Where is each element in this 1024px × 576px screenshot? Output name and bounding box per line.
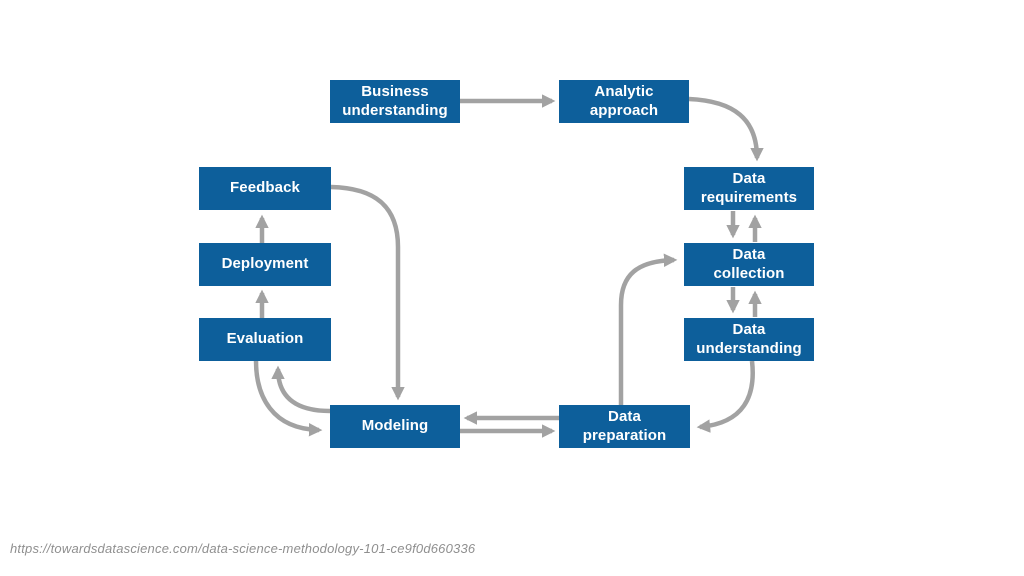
arrow-modeling-to-evaluation [271,365,331,414]
arrow-understanding-to-preparation [696,360,755,433]
node-modeling: Modeling [330,405,460,448]
node-data-preparation: Data preparation [559,405,690,448]
node-data-requirements: Data requirements [684,167,814,210]
arrow-evaluation-to-modeling [253,360,323,437]
node-analytic-approach: Analytic approach [559,80,689,123]
node-data-understanding: Data understanding [684,318,814,361]
arrow-preparation-to-collection [618,253,678,405]
node-business-understanding: Business understanding [330,80,460,123]
node-evaluation: Evaluation [199,318,331,361]
arrow-feedback-to-modeling [330,184,405,401]
arrow-analytic-to-requirements [688,96,764,162]
node-deployment: Deployment [199,243,331,286]
node-feedback: Feedback [199,167,331,210]
source-url: https://towardsdatascience.com/data-scie… [10,541,476,556]
node-data-collection: Data collection [684,243,814,286]
